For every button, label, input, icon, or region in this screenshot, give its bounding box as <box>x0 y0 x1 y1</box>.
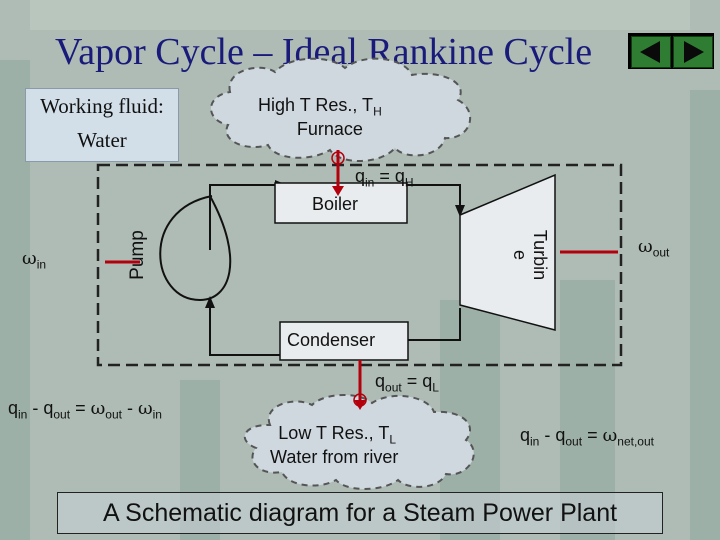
triangle-right-icon <box>684 41 704 63</box>
triangle-left-icon <box>640 41 660 63</box>
boiler-label: Boiler <box>312 194 359 214</box>
working-fluid-label: Working fluid: <box>40 94 164 118</box>
system-boundary <box>96 163 623 367</box>
work-in-label: ωin <box>22 248 47 272</box>
condenser-label: Condenser <box>287 330 376 350</box>
slide-navigation <box>628 33 714 69</box>
pump-label: Pump <box>127 230 148 280</box>
energy-balance-equation: qin - qout = ωout - ωin <box>8 398 162 422</box>
condenser-box <box>279 321 409 361</box>
low-temp-reservoir-cloud <box>243 394 475 490</box>
net-work-equation: qin - qout = ωnet,out <box>520 425 654 449</box>
previous-slide-button[interactable] <box>631 36 671 68</box>
next-slide-button[interactable] <box>673 36 713 68</box>
slide-footer-caption: A Schematic diagram for a Steam Power Pl… <box>57 492 663 534</box>
turbine-label: Turbin e <box>510 229 550 281</box>
low-temp-reservoir-label: Low T Res., TL Water from river <box>270 423 399 467</box>
work-out-label: ωout <box>638 236 670 260</box>
high-temp-reservoir-label: High T Res., TH Furnace <box>258 95 382 139</box>
turbine-symbol <box>459 173 556 331</box>
heat-out-label: qout = qL <box>375 371 439 395</box>
working-fluid-box: Working fluid: Water <box>25 88 179 162</box>
working-fluid-value: Water <box>77 128 127 152</box>
cycle-flow-lines <box>209 184 461 356</box>
heat-in-label: qin = qH <box>355 166 414 190</box>
high-temp-reservoir-cloud <box>210 57 471 162</box>
pump-symbol <box>159 195 232 302</box>
